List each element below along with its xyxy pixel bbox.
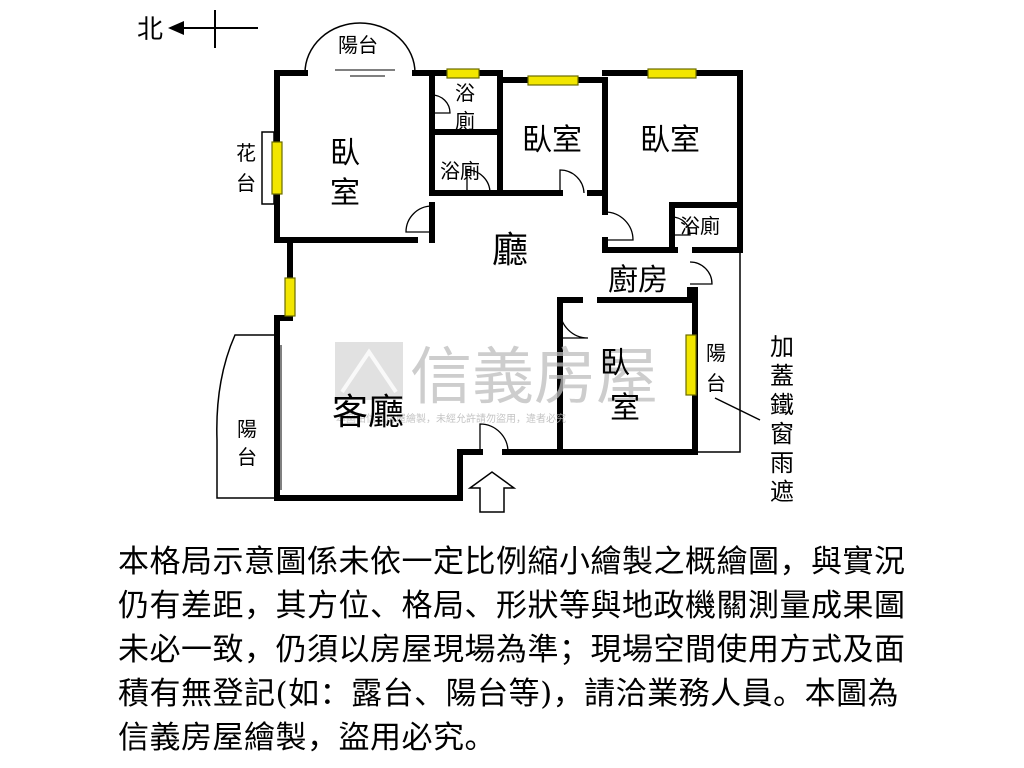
window-living — [284, 277, 296, 317]
window-nw-side — [271, 141, 283, 195]
wall-bath-right — [669, 202, 743, 253]
label-bath-top-1: 浴 — [455, 81, 475, 105]
door-bath-right — [671, 216, 691, 236]
wall-bed-s-top — [597, 287, 693, 303]
wall-bed3-left — [602, 190, 678, 253]
label-balcony-right-1: 陽 — [706, 341, 726, 365]
door-bed-s — [559, 309, 589, 339]
window-bed3 — [647, 68, 697, 79]
label-planter-2: 台 — [236, 171, 256, 195]
balcony-left-outline — [216, 334, 277, 499]
watermark-brand: 信義房屋 — [410, 340, 658, 413]
north-label: 北 — [137, 15, 163, 45]
label-balcony-right-2: 台 — [706, 371, 726, 395]
door-bath-top — [431, 94, 451, 114]
label-planter-1: 花 — [236, 141, 256, 165]
note-char-3: 鐵 — [770, 391, 794, 419]
note-char-6: 遮 — [770, 478, 794, 506]
wall-living — [274, 237, 483, 501]
wall-nw-top — [274, 70, 503, 196]
note-char-1: 加 — [770, 333, 794, 361]
floor-plan-diagram: 北 — [137, 10, 794, 513]
watermark: 信義房屋 本圖由信義房屋繪製，未經允許請勿盜用，違者必究 — [335, 340, 658, 425]
note-char-2: 蓋 — [770, 362, 794, 390]
wall-nw-left — [274, 70, 418, 243]
watermark-logo-mark — [340, 348, 398, 394]
doors — [405, 94, 713, 453]
compass-arrowhead — [168, 21, 184, 35]
window-bath-top — [446, 68, 480, 79]
north-arrow: 北 — [137, 10, 258, 48]
label-balcony-left-1: 陽 — [237, 417, 257, 441]
label-bath-right: 浴廁 — [680, 214, 720, 238]
label-balcony-top: 陽台 — [338, 33, 378, 57]
label-bedroom-2: 臥室 — [522, 123, 582, 158]
entry-arrow — [467, 471, 517, 513]
window-bed2 — [527, 75, 579, 86]
door-nw-bedroom — [405, 205, 433, 233]
vertical-note: 加 蓋 鐵 窗 雨 遮 — [770, 333, 794, 506]
label-hall: 廳 — [492, 230, 528, 271]
thin-outlines — [216, 22, 761, 513]
note-char-5: 雨 — [770, 449, 794, 477]
window-bed-s — [685, 334, 697, 396]
door-bath-mid — [466, 169, 491, 194]
label-bedroom-s-2: 室 — [610, 391, 640, 426]
note-pointer — [714, 397, 761, 421]
disclaimer-text: 本格局示意圖係未依一定比例縮小繪製之概繪圖，與實況仍有差距，其方位、格局、形狀等… — [118, 544, 906, 756]
note-char-4: 窗 — [770, 420, 794, 448]
watermark-small-text: 本圖由信義房屋繪製，未經允許請勿盜用，違者必究 — [336, 412, 566, 425]
label-bedroom-3: 臥室 — [640, 123, 700, 158]
label-bath-mid: 浴廁 — [440, 159, 480, 183]
label-bedroom-nw-2: 室 — [330, 176, 360, 211]
door-kitchen — [689, 261, 713, 285]
room-labels: 陽台 浴 廁 浴廁 臥 室 臥室 臥室 浴廁 廳 廚房 臥 室 客廳 陽 台 陽… — [236, 33, 726, 469]
label-bath-top-2: 廁 — [455, 109, 475, 133]
balcony-top-arc — [304, 22, 416, 74]
label-balcony-left-2: 台 — [237, 445, 257, 469]
wall-bed-s-left — [557, 297, 583, 455]
label-living: 客廳 — [332, 392, 404, 433]
label-kitchen: 廚房 — [608, 263, 668, 298]
door-bed3 — [604, 211, 634, 241]
label-bedroom-s-1: 臥 — [600, 346, 630, 381]
label-bedroom-nw-1: 臥 — [330, 136, 360, 171]
door-bed2 — [559, 169, 585, 194]
door-entry — [479, 423, 509, 453]
windows — [271, 68, 697, 396]
